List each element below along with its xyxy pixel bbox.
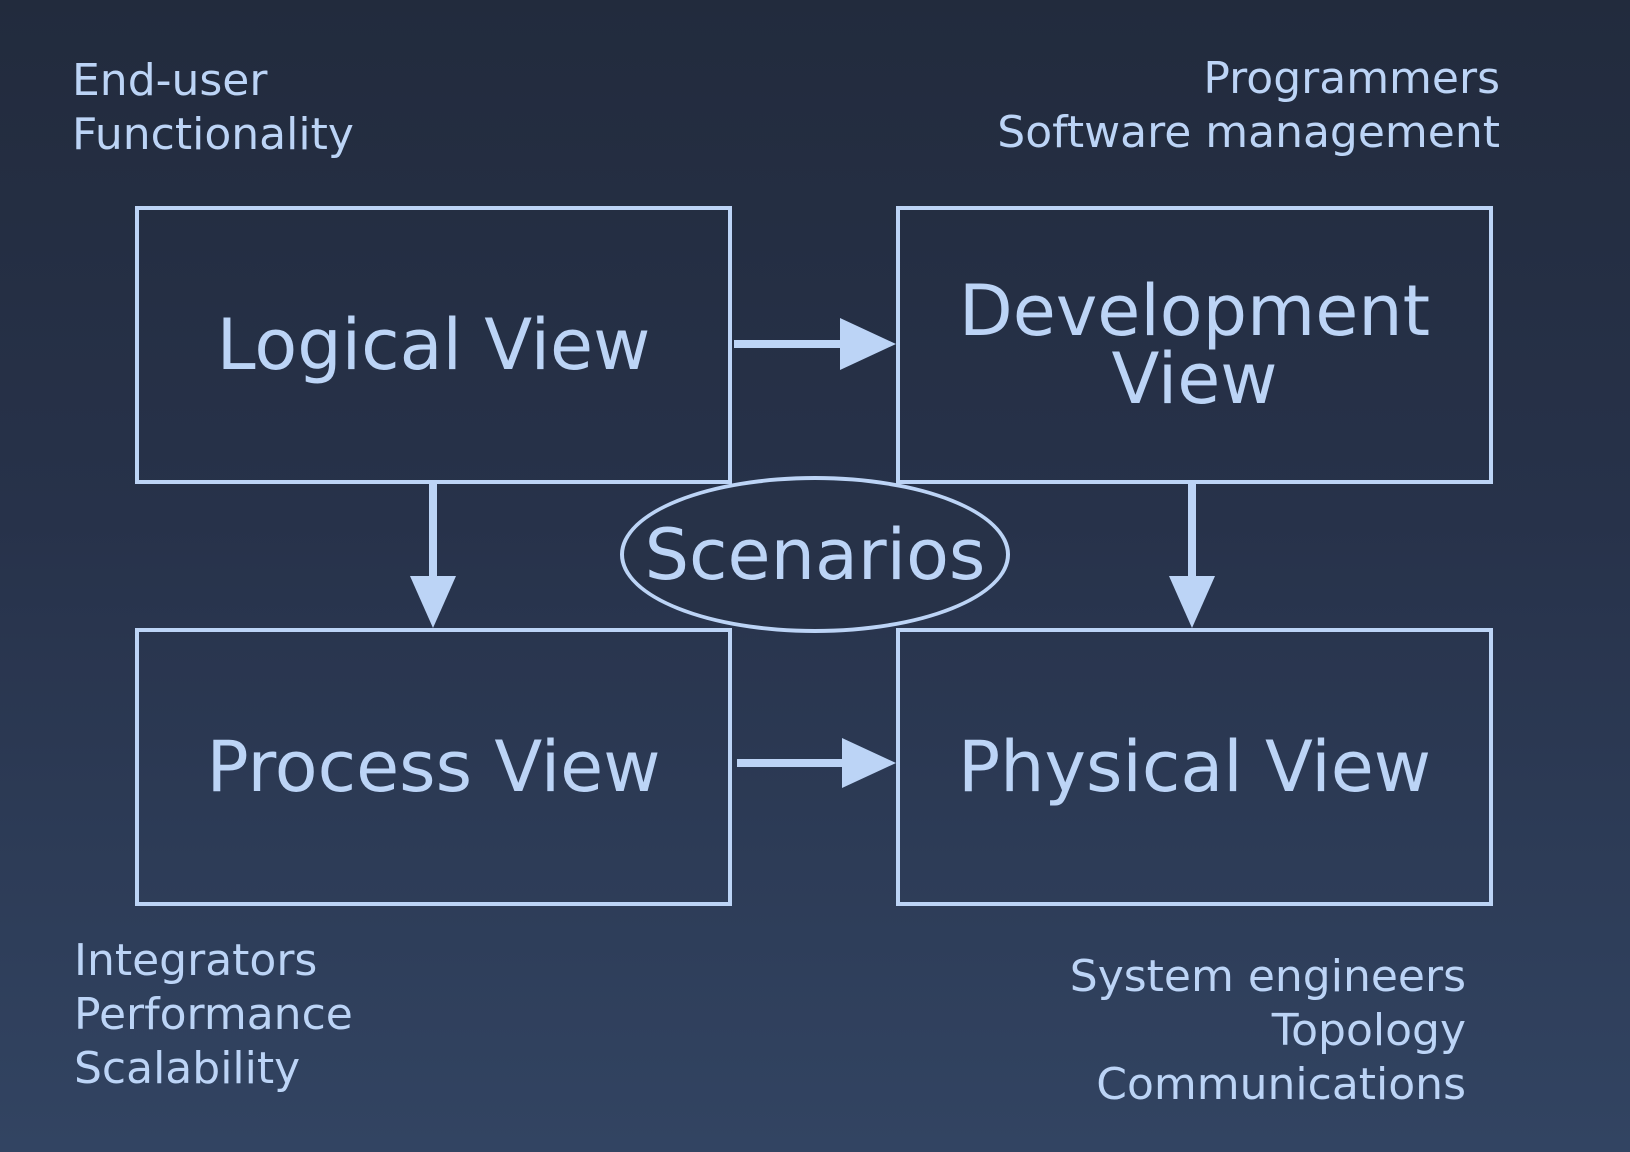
- process-concern-scalability-label: Scalability: [74, 1043, 301, 1094]
- arrow-development-to-physical: [1169, 484, 1215, 628]
- arrow-logical-to-process: [410, 484, 456, 628]
- process-concern-performance-label: Performance: [74, 989, 353, 1040]
- physical-stakeholder-label: System engineers: [1069, 951, 1466, 1002]
- process-view-label: Process View: [206, 726, 661, 808]
- physical-concern-topology-label: Topology: [1271, 1005, 1466, 1056]
- process-stakeholder-label: Integrators: [74, 935, 318, 986]
- development-concern-label: Software management: [997, 107, 1500, 158]
- scenarios-label: Scenarios: [644, 513, 986, 596]
- arrow-logical-to-development: [734, 318, 896, 370]
- logical-view-box: Logical View: [135, 206, 732, 484]
- physical-view-box: Physical View: [896, 628, 1493, 906]
- physical-view-concerns: System engineers Topology Communications: [1070, 950, 1466, 1112]
- development-view-label: Development View: [958, 270, 1431, 420]
- logical-stakeholder-label: End-user: [72, 55, 268, 106]
- process-view-box: Process View: [135, 628, 732, 906]
- physical-view-label: Physical View: [957, 726, 1432, 808]
- logical-view-concerns: End-user Functionality: [72, 54, 354, 162]
- scenarios-ellipse: Scenarios: [620, 476, 1010, 633]
- arrow-process-to-physical: [737, 738, 896, 788]
- development-view-concerns: Programmers Software management: [997, 52, 1500, 160]
- logical-concern-label: Functionality: [72, 109, 354, 160]
- logical-view-label: Logical View: [216, 304, 651, 386]
- physical-concern-communications-label: Communications: [1096, 1059, 1466, 1110]
- development-stakeholder-label: Programmers: [1203, 53, 1500, 104]
- process-view-concerns: Integrators Performance Scalability: [74, 934, 353, 1096]
- development-view-box: Development View: [896, 206, 1493, 484]
